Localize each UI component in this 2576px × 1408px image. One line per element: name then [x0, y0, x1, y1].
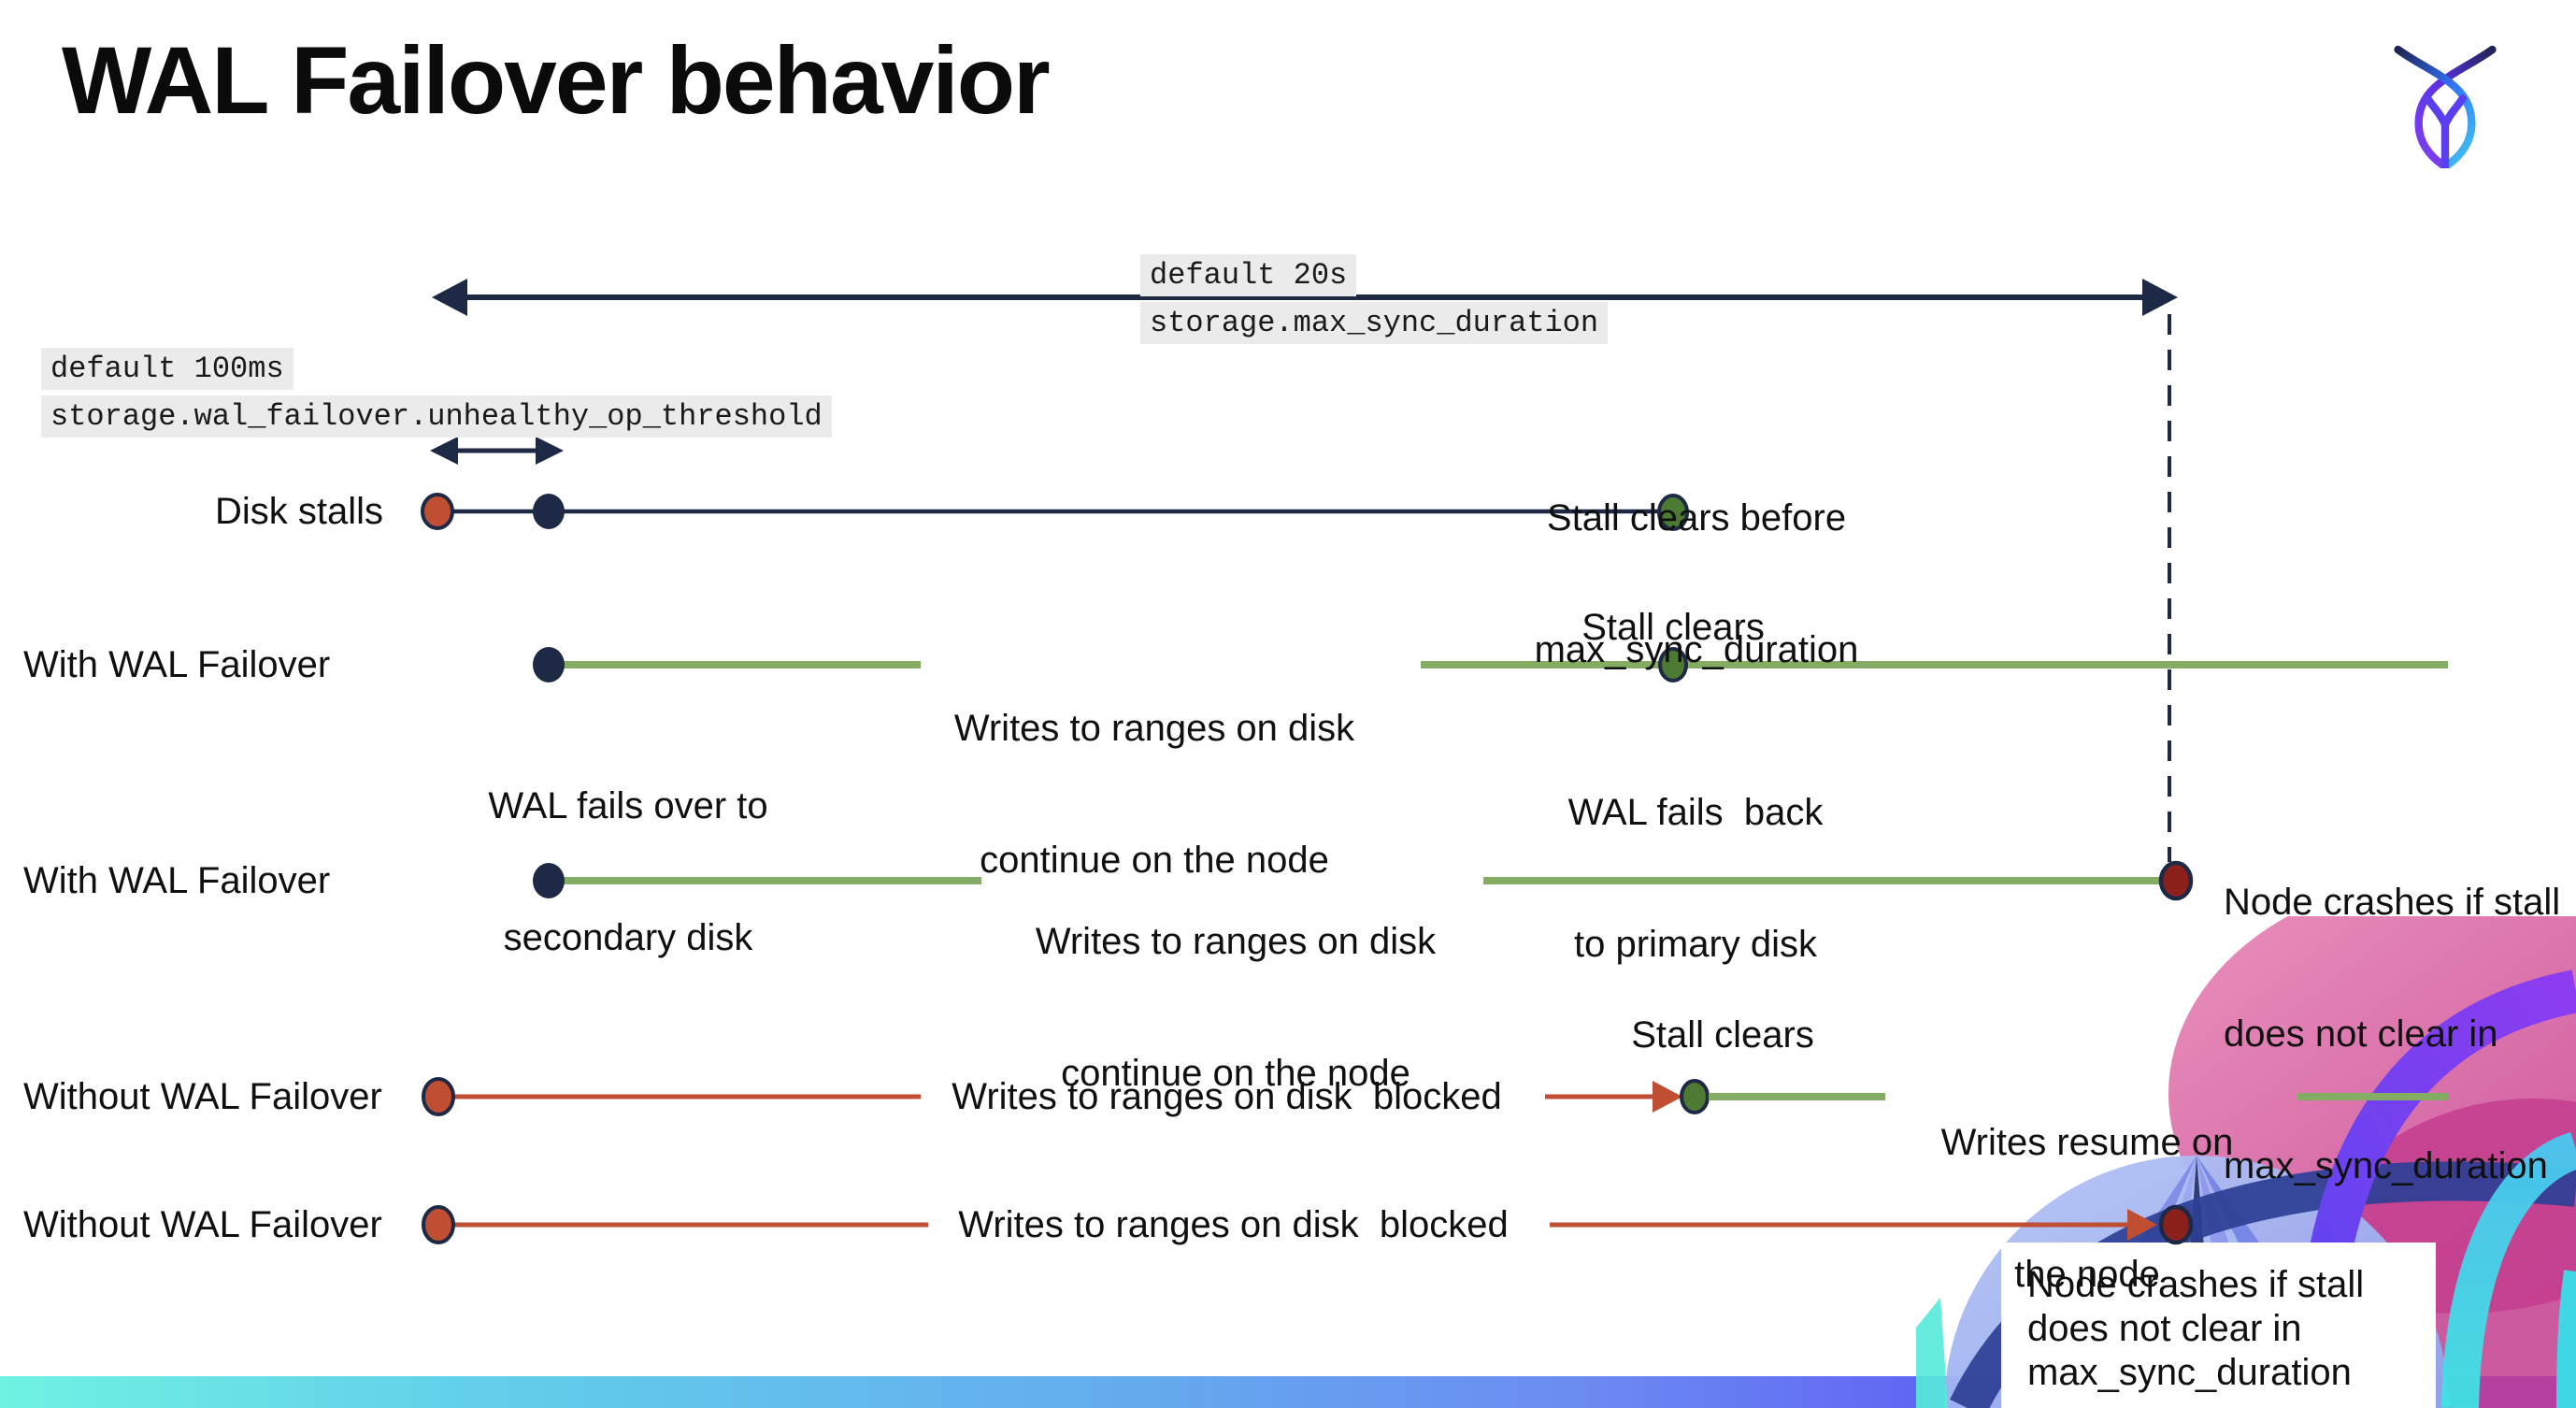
line: Node crashes if stall [2224, 882, 2561, 923]
arrowhead-left-icon [432, 279, 467, 316]
arrowhead-left-icon [430, 437, 458, 465]
page-title: WAL Failover behavior [62, 27, 1051, 134]
line: Writes to ranges on disk [953, 708, 1355, 749]
row-label-with-wal-1: With WAL Failover [23, 644, 331, 685]
timeline-without-wal-1 [422, 1077, 2449, 1116]
line: Stall clears before [1546, 497, 1847, 539]
unhealthy-op-threshold-config-label: default 100ms storage.wal_failover.unhea… [41, 348, 832, 438]
failback-dot [1658, 647, 1688, 682]
stall-start-dot [422, 1077, 455, 1116]
line: Writes resume on [1940, 1122, 2234, 1163]
node-crash-dot [2158, 860, 2194, 901]
line: the node [2014, 1254, 2160, 1295]
node-crash-2-line1: Node crashes if stall [2027, 1264, 2365, 1305]
annotation-stall-clears-1: Stall clears [1581, 607, 1765, 648]
stall-clears-dot [1657, 494, 1689, 531]
stall-start-dot [421, 493, 454, 530]
annotation-node-crashes-1: Node crashes if stall does not clear in … [2224, 793, 2576, 1276]
line: max_sync_duration [1534, 629, 1859, 670]
annotation-wal-fails-back: WAL fails back to primary disk [1509, 703, 1882, 1055]
node-crash-2-line3: max_sync_duration [2027, 1352, 2352, 1393]
annotation-writes-blocked-1: Writes to ranges on disk blocked [952, 1076, 1502, 1117]
timeline-without-wal-2 [422, 1204, 2194, 1245]
line: continue on the node [980, 840, 1329, 881]
line: to primary disk [1573, 924, 1818, 965]
node-crash-callout-box: Node crashes if stall does not clear in … [2001, 1243, 2436, 1408]
timeline-with-wal-2 [533, 860, 2194, 901]
threshold-dot [533, 494, 565, 529]
cockroachdb-logo-icon [2394, 45, 2497, 168]
row-label-without-wal-2: Without WAL Failover [23, 1204, 382, 1245]
failover-dot [533, 863, 565, 898]
arrowhead-right-icon [536, 437, 564, 465]
arrowhead-right-icon [2127, 1209, 2157, 1241]
line: Writes to ranges on disk [1035, 921, 1437, 962]
line: WAL fails over to [488, 785, 768, 826]
failover-dot [533, 647, 565, 682]
max-sync-duration-config-label: default 20s storage.max_sync_duration [1140, 254, 1609, 344]
row-label-with-wal-2: With WAL Failover [23, 860, 331, 901]
node-crash-2-line2: does not clear in [2027, 1308, 2302, 1349]
timeline-disk-stalls [421, 493, 1689, 531]
annotation-writes-continue-1: Writes to ranges on disk continue on the… [944, 619, 1365, 970]
stall-clears-dot [1680, 1079, 1710, 1114]
config-default-value: default 20s [1140, 254, 1357, 296]
config-default-value: default 100ms [41, 348, 293, 390]
annotation-stall-clears-2: Stall clears [1631, 1014, 1814, 1056]
annotation-writes-continue-2: Writes to ranges on disk continue on the… [1025, 832, 1446, 1184]
stall-start-dot [422, 1205, 455, 1244]
annotation-wal-fails-over: WAL fails over to secondary disk [441, 697, 815, 1048]
annotation-writes-blocked-2: Writes to ranges on disk blocked [958, 1204, 1509, 1245]
unhealthy-op-threshold-arrow [430, 437, 564, 465]
config-setting-name: storage.max_sync_duration [1140, 302, 1609, 344]
line: max_sync_duration [2224, 1145, 2548, 1186]
line: WAL fails back [1567, 792, 1824, 833]
row-label-without-wal-1: Without WAL Failover [23, 1076, 382, 1117]
row-label-disk-stalls: Disk stalls [214, 491, 383, 532]
line: continue on the node [1061, 1053, 1410, 1094]
timeline-with-wal-1 [533, 647, 2448, 682]
arrowhead-right-icon [1653, 1081, 1682, 1113]
line: secondary disk [503, 917, 753, 958]
node-crash-dot [2158, 1204, 2194, 1245]
annotation-stall-clears-before: Stall clears before max_sync_duration [1514, 409, 1879, 760]
annotation-writes-resume: Writes resume on the node [1924, 1033, 2251, 1385]
config-setting-name: storage.wal_failover.unhealthy_op_thresh… [41, 395, 832, 438]
line: does not clear in [2224, 1013, 2498, 1055]
max-sync-duration-arrow [432, 279, 2178, 316]
arrowhead-right-icon [2142, 279, 2178, 316]
